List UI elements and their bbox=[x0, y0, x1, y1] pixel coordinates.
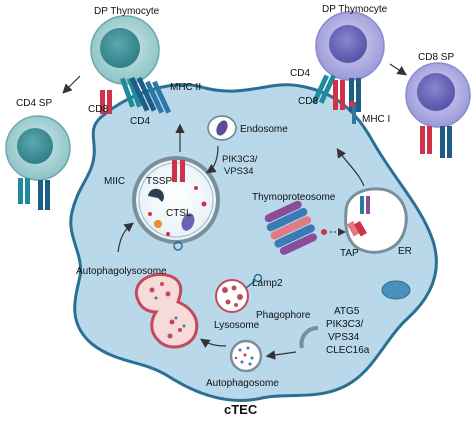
peptide bbox=[321, 229, 327, 235]
label-tssp: TSSP bbox=[146, 176, 172, 187]
label-thymoproteosome: Thymoproteosome bbox=[252, 192, 336, 203]
miic-particle bbox=[154, 220, 162, 228]
miic-particle bbox=[194, 186, 198, 190]
label-dp-thymocyte-left: DP Thymocyte bbox=[94, 6, 160, 17]
label-endosome: Endosome bbox=[240, 124, 288, 135]
label-cd4-right: CD4 bbox=[290, 68, 310, 79]
miic-particle bbox=[166, 232, 170, 236]
label-atg5-1: ATG5 bbox=[334, 306, 360, 317]
label-phagophore: Phagophore bbox=[256, 310, 311, 321]
label-autophagosome: Autophagosome bbox=[206, 378, 279, 389]
er-organelle bbox=[346, 189, 407, 252]
label-pik3c3-top-2: VPS34 bbox=[224, 166, 254, 177]
label-ctec: cTEC bbox=[224, 402, 258, 417]
label-cd8-left: CD8 bbox=[88, 104, 108, 115]
label-cd4-sp: CD4 SP bbox=[16, 98, 52, 109]
label-mhc-ii: MHC II bbox=[170, 82, 201, 93]
ctec-small-organelle bbox=[382, 281, 410, 299]
label-autophagolysosome: Autophagolysosome bbox=[76, 266, 167, 277]
miic-particle bbox=[202, 202, 207, 207]
cd8-sp-nucleus bbox=[417, 73, 455, 111]
arrow-dp-to-cd4sp bbox=[64, 76, 80, 92]
label-tap: TAP bbox=[340, 248, 359, 259]
label-mhc-i: MHC I bbox=[362, 114, 390, 125]
label-pik3c3-top-1: PIK3C3/ bbox=[222, 154, 258, 165]
label-dp-thymocyte-right: DP Thymocyte bbox=[322, 4, 388, 15]
cd4-sp-receptors bbox=[18, 178, 50, 210]
cd8-sp-receptors bbox=[420, 126, 452, 158]
label-er: ER bbox=[398, 246, 412, 257]
cd4-sp-nucleus bbox=[17, 128, 53, 164]
label-atg5-4: CLEC16a bbox=[326, 345, 370, 356]
label-atg5-3: VPS34 bbox=[328, 332, 360, 343]
label-cd8-sp: CD8 SP bbox=[418, 52, 454, 63]
label-lamp2: Lamp2 bbox=[252, 278, 283, 289]
label-miic: MIIC bbox=[104, 176, 125, 187]
label-cd4-left: CD4 bbox=[130, 116, 150, 127]
label-lysosome: Lysosome bbox=[214, 320, 260, 331]
miic-particle bbox=[148, 212, 152, 216]
label-ctsl: CTSL bbox=[166, 208, 192, 219]
label-atg5-2: PIK3C3/ bbox=[326, 319, 363, 330]
dp-thymocyte-left-nucleus bbox=[100, 28, 140, 68]
lamp2-lysosome bbox=[216, 280, 248, 312]
label-cd8-right: CD8 bbox=[298, 96, 318, 107]
arrow-dp-to-cd8sp bbox=[390, 64, 405, 74]
dp-thymocyte-right-nucleus bbox=[329, 25, 367, 63]
